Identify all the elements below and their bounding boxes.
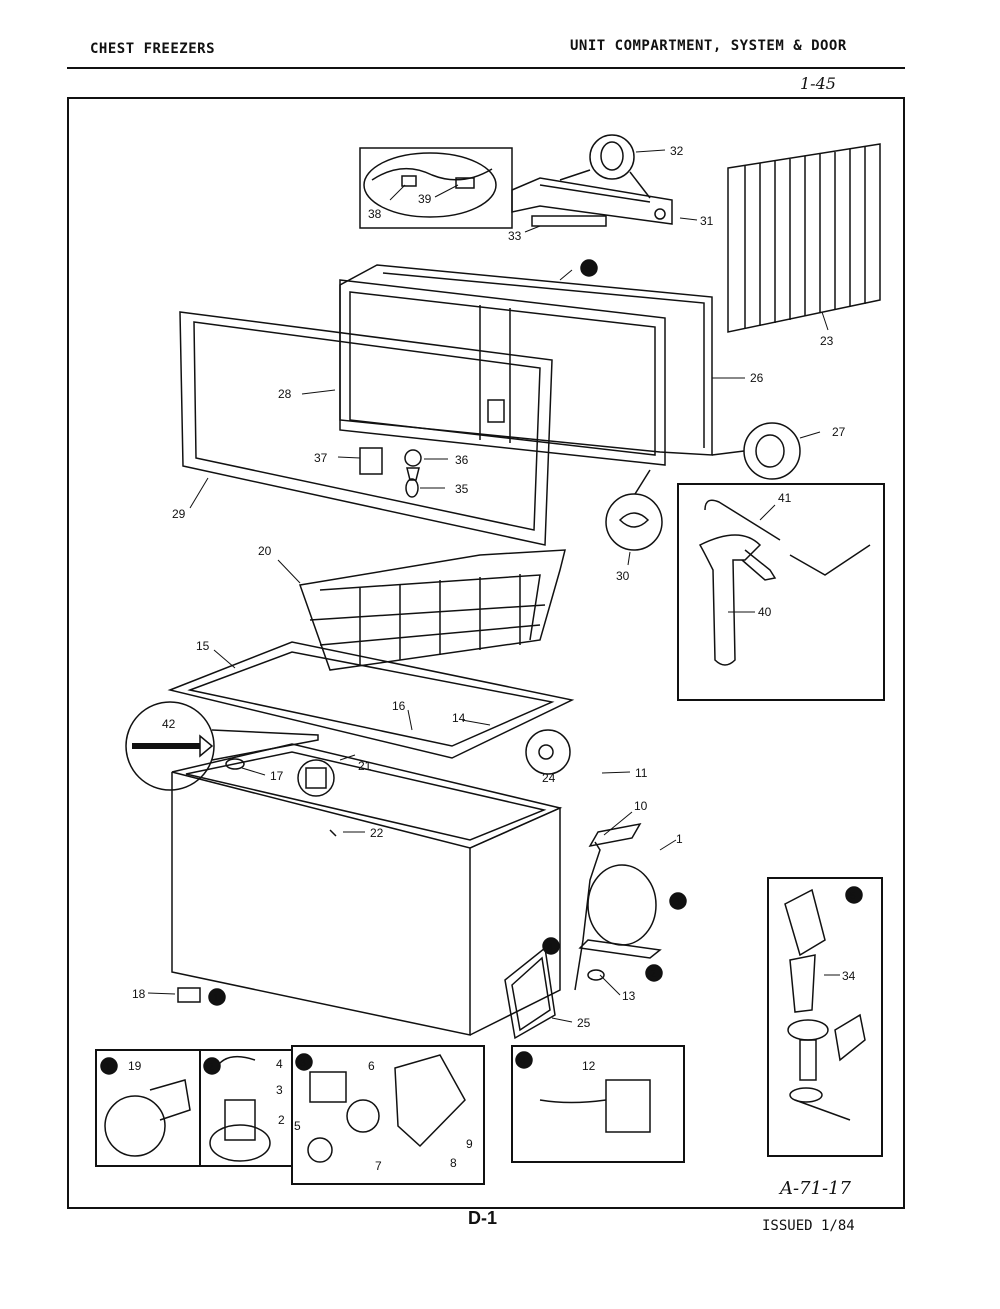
marker-5-inset: 5 — [850, 891, 856, 902]
callout-7: 7 — [375, 1159, 382, 1173]
marker-4-inset: 4 — [520, 1056, 526, 1067]
callout-25: 25 — [577, 1016, 591, 1030]
header-rule — [67, 67, 905, 69]
marker-2-compressor: 2 — [650, 969, 656, 980]
header-right-title: UNIT COMPARTMENT, SYSTEM & DOOR — [570, 38, 847, 54]
marker-3-compressor: 3 — [674, 897, 680, 908]
callout-24: 24 — [542, 771, 556, 785]
grommet-inset-24 — [525, 729, 571, 775]
header-left-title: CHEST FREEZERS — [90, 41, 216, 57]
breaker-frame-15 — [167, 641, 575, 759]
callout-32: 32 — [670, 144, 684, 158]
issued-date: ISSUED 1/84 — [762, 1218, 855, 1234]
callout-16: 16 — [392, 699, 406, 713]
callout-36: 36 — [455, 453, 469, 467]
hinge-rod-inset — [677, 483, 885, 701]
callout-18: 18 — [132, 987, 146, 1001]
inset-box-5-hinge — [767, 877, 883, 1157]
inset-box-3-relay — [291, 1045, 485, 1185]
marker-2-inset: 2 — [208, 1062, 214, 1073]
callout-42: 42 — [162, 717, 176, 731]
hinge-inset-27 — [711, 422, 801, 480]
callout-11: 11 — [635, 766, 648, 780]
callout-39: 39 — [418, 192, 432, 206]
relay-10 — [588, 822, 642, 848]
callout-27: 27 — [832, 425, 846, 439]
callout-28: 28 — [278, 387, 292, 401]
callout-19: 19 — [128, 1059, 142, 1073]
door-liner — [339, 279, 666, 466]
door-gasket-frame — [179, 311, 553, 546]
callout-35: 35 — [455, 482, 469, 496]
compressor-1 — [578, 864, 662, 959]
handwritten-reference: 1-45 — [800, 74, 836, 93]
callout-13: 13 — [622, 989, 636, 1003]
grommet-13 — [587, 969, 605, 981]
thermostat-inset-21 — [297, 759, 335, 797]
callout-40: 40 — [758, 605, 772, 619]
cover-37 — [359, 447, 383, 475]
callout-26: 26 — [750, 371, 764, 385]
callout-38: 38 — [368, 207, 382, 221]
callout-41: 41 — [778, 491, 792, 505]
callout-3: 3 — [276, 1083, 283, 1097]
callout-22: 22 — [370, 826, 384, 840]
marker-3-inset: 3 — [300, 1058, 306, 1069]
callout-17: 17 — [270, 769, 284, 783]
part-17 — [225, 758, 245, 770]
lamp-socket-36 — [404, 449, 422, 481]
screw-inset-42 — [125, 701, 215, 791]
callout-8: 8 — [450, 1156, 457, 1170]
callout-37: 37 — [314, 451, 328, 465]
page-label: D-1 — [468, 1208, 498, 1228]
callout-6: 6 — [368, 1059, 375, 1073]
callout-10: 10 — [634, 799, 648, 813]
callout-23: 23 — [820, 334, 834, 348]
callout-31: 31 — [700, 214, 714, 228]
callout-12: 12 — [582, 1059, 596, 1073]
wire-basket-20 — [298, 549, 566, 671]
marker-1-inset: 1 — [105, 1062, 111, 1073]
callout-34: 34 — [842, 969, 856, 983]
callout-21: 21 — [358, 759, 372, 773]
callout-9: 9 — [466, 1137, 473, 1151]
door-panel-26 — [339, 264, 713, 456]
freezer-cabinet — [171, 743, 563, 1036]
condenser-cover-25 — [504, 946, 556, 1040]
callout-2: 2 — [278, 1113, 285, 1127]
strip-33 — [531, 215, 607, 227]
marker-4-cover: 4 — [547, 942, 553, 953]
callout-4: 4 — [276, 1057, 283, 1071]
callout-1: 1 — [676, 832, 683, 846]
wire-shelf-23 — [727, 143, 881, 333]
callout-5: 5 — [294, 1119, 301, 1133]
callout-20: 20 — [258, 544, 272, 558]
inset-markers: 5 1 3 2 4 1 2 3 4 5 — [100, 259, 863, 1075]
marker-5-door: 5 — [585, 264, 591, 275]
drain-cap-18 — [177, 987, 201, 1003]
diagram-frame — [67, 97, 905, 1209]
cap-32 — [559, 134, 651, 199]
callout-33: 33 — [508, 229, 522, 243]
callout-30: 30 — [616, 569, 630, 583]
inset-box-4-capacitor — [511, 1045, 685, 1163]
light-switch-inset — [359, 147, 513, 229]
diagram-code: A-71-17 — [780, 1178, 851, 1199]
part-22 — [329, 829, 337, 837]
power-cord-11 — [574, 841, 601, 991]
callout-14: 14 — [452, 711, 466, 725]
bulb-35 — [405, 478, 419, 498]
plug-inset-30 — [605, 469, 663, 551]
switch-bracket-31 — [511, 177, 673, 225]
callout-15: 15 — [196, 639, 210, 653]
callout-29: 29 — [172, 507, 186, 521]
marker-1-cabinet: 1 — [213, 993, 219, 1004]
